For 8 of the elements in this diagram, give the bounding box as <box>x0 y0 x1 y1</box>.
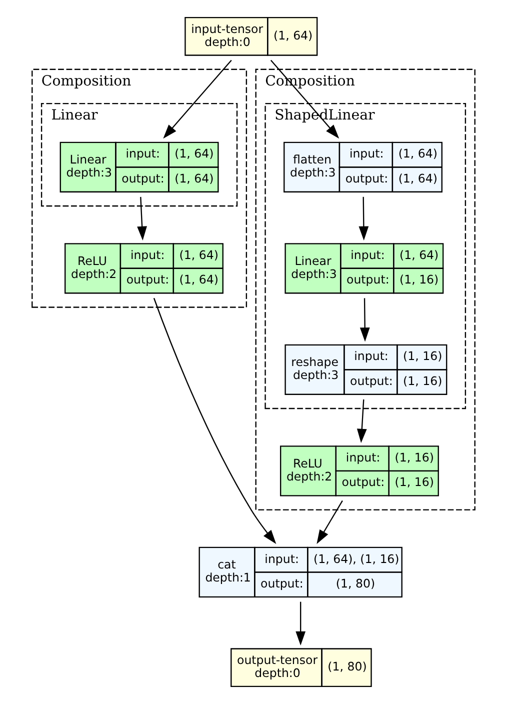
arrow <box>153 298 276 544</box>
arrow <box>296 602 306 646</box>
arrow <box>163 60 232 139</box>
arrow <box>360 298 370 342</box>
arrow <box>358 196 369 240</box>
arrow <box>137 196 147 240</box>
arrow <box>316 500 343 544</box>
arrow <box>356 399 367 443</box>
